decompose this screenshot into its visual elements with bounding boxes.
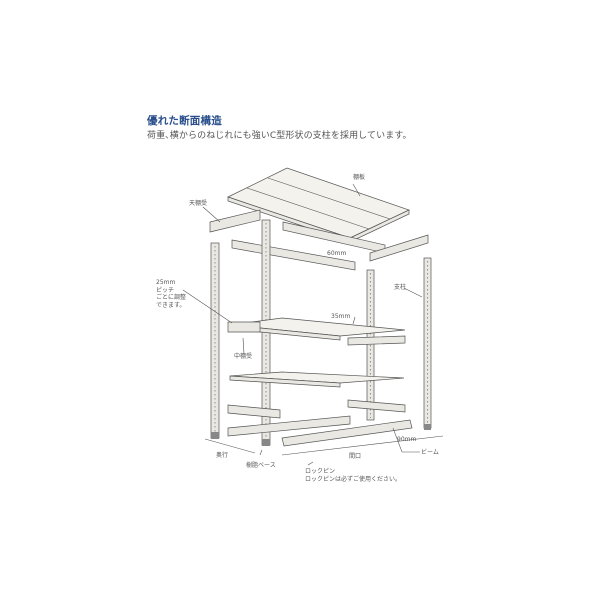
label-dim-90mm: 90mm bbox=[397, 436, 417, 443]
post-back-mid bbox=[366, 269, 375, 421]
section-title: 優れた断面構造 bbox=[147, 115, 222, 127]
label-lock-pin-note: ロックピンは必ずご使用ください。 bbox=[305, 476, 402, 483]
post-front-left bbox=[210, 242, 220, 439]
middle-shelf-1 bbox=[227, 317, 406, 346]
lower-support-left bbox=[227, 404, 281, 419]
middle-shelf-2 bbox=[229, 371, 405, 388]
label-lock-pin: ロックピン bbox=[305, 468, 336, 475]
label-post: 支柱 bbox=[394, 284, 407, 291]
top-shelf-support bbox=[209, 209, 261, 233]
label-beam: ビーム bbox=[421, 449, 439, 456]
label-depth: 奥行 bbox=[216, 452, 229, 459]
lower-support-right bbox=[347, 399, 406, 413]
label-resin-base: 樹脂ベース bbox=[246, 462, 276, 469]
section-subtitle: 荷重､横からのねじれにも強いC型形状の支柱を採用しています。 bbox=[147, 131, 412, 141]
label-pitch-note: 25mm ピッチ ごとに調整 できます。 bbox=[156, 279, 187, 309]
label-dim-35mm: 35mm bbox=[331, 313, 351, 320]
label-shelf-board: 棚板 bbox=[353, 174, 366, 181]
beam-front bbox=[281, 419, 413, 447]
label-width: 間口 bbox=[349, 453, 362, 460]
post-back-right bbox=[423, 257, 432, 430]
label-dim-60mm: 60mm bbox=[327, 250, 347, 257]
label-top-shelf-support: 天棚受 bbox=[189, 200, 208, 207]
top-support-right bbox=[369, 234, 429, 262]
lower-beam-back bbox=[227, 415, 351, 437]
label-middle-shelf-support: 中棚受 bbox=[234, 353, 253, 360]
